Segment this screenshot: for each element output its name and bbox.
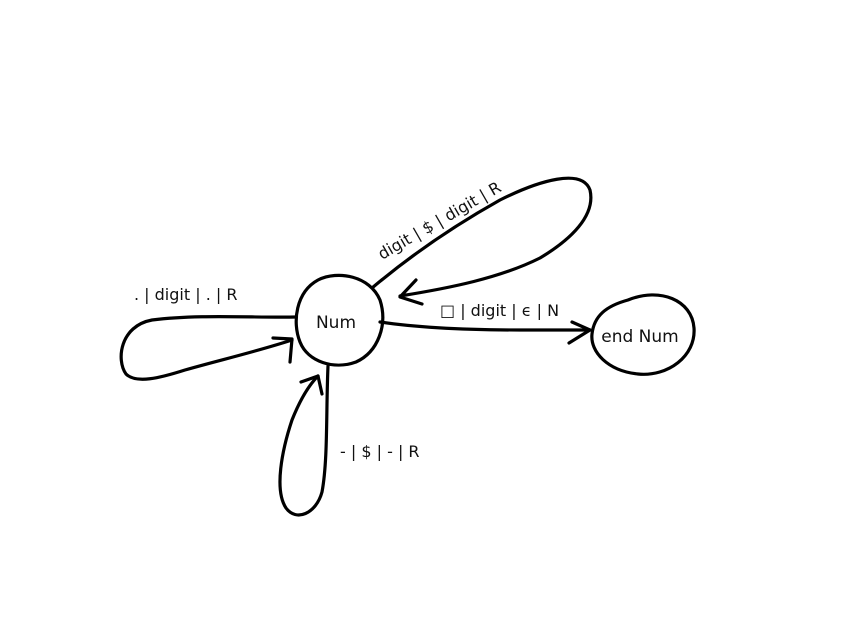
transition-to-end-label: □ | digit | ϵ | N (440, 301, 559, 320)
loop-digit-label: digit | $ | digit | R (375, 178, 505, 264)
loop-minus: - | $ | - | R (278, 364, 420, 517)
state-num-label: Num (316, 313, 356, 333)
transition-to-end: □ | digit | ϵ | N (378, 301, 592, 345)
loop-digit: digit | $ | digit | R (370, 176, 593, 306)
loop-dot: . | digit | . | R (119, 285, 298, 381)
loop-dot-label: . | digit | . | R (134, 285, 237, 304)
state-num: Num (294, 273, 385, 367)
loop-minus-label: - | $ | - | R (340, 442, 420, 461)
state-end-num-label: end Num (601, 327, 678, 347)
state-end-num: end Num (590, 293, 696, 376)
